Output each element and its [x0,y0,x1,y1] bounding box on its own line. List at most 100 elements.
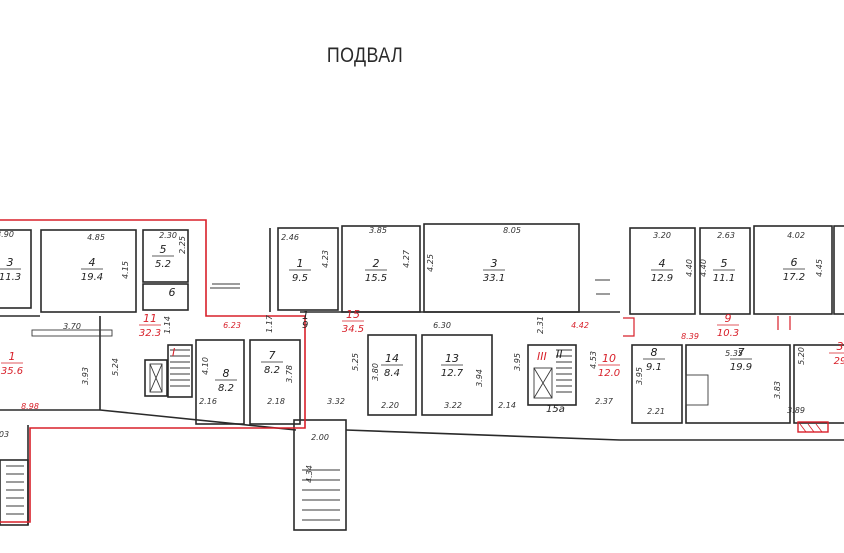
dimension-label: 5.24 [111,358,120,376]
dimension-label: 5.25 [351,353,360,371]
plan-title: ПОДВАЛ [326,44,404,67]
dimension-label: 3.89 [787,406,805,415]
dimension-label: 2.63 [717,231,735,240]
dimension-label: 5.35 [725,349,743,358]
room-number: 10 [602,352,616,365]
dimension-label: 2.00 [311,433,329,442]
room-area: 8.4 [384,368,400,379]
stair-room-area: 9 [302,320,308,331]
stair-label-i: I [172,346,175,359]
dimension-label: 8.39 [681,332,699,341]
room-labels: 3 11.3 4 19.4 5 5.2 6 1 35.6 11 32.3 8 8.2 7 8.2 1 9.5 2 1… [0,243,844,394]
room-number: 6 [169,286,176,299]
room-number: 8 [651,346,658,359]
dimension-label: 2.21 [647,407,665,416]
dimension-label: 2.14 [498,401,516,410]
room-area: 9.1 [646,362,662,373]
walls [0,223,844,531]
dimension-label: 4.27 [402,249,411,268]
dimension-label: 3.90 [0,230,14,239]
stair-label-15a: 15а [546,404,565,415]
dimension-label: 03 [0,430,9,439]
room-number: 7 [738,346,745,359]
room-number: 4 [659,257,666,270]
stair-labels: I III II 15а 1 9 [172,309,565,415]
dimension-label: 2.20 [381,401,399,410]
dimension-label: 4.15 [121,261,130,279]
room-number: 5 [721,257,728,270]
dimension-label: 4.42 [571,321,589,330]
room-number: 4 [89,256,96,269]
room-number: 7 [269,349,276,362]
room-area: 19.9 [730,362,752,373]
highlighted-area-outline [0,219,306,523]
room-area: 11.3 [0,272,21,283]
dimension-label: 4.40 [685,259,694,277]
dimension-label: 2.16 [199,397,217,406]
dimension-label: 3.80 [371,363,380,381]
room-number: 8 [223,367,230,380]
dimension-label: 2.46 [281,233,299,242]
room-area: 35.6 [1,366,23,377]
room-area: 10.3 [717,328,739,339]
room-number: 2 [373,257,380,270]
dimension-label: 3.70 [63,322,81,331]
stair-label-iii: III [537,350,547,363]
room-area: 33.1 [483,273,505,284]
room-number: 3 [491,257,498,270]
dimension-label: 4.45 [815,259,824,277]
room-number: 15 [346,308,360,321]
room-number: 14 [385,352,399,365]
dimension-label: 1.14 [163,316,172,334]
dimension-label: 3.95 [635,367,644,385]
dimension-label: 5.20 [797,347,806,365]
room-number: 3 [7,256,14,269]
dimension-label: 3.93 [81,367,90,385]
room-number: 11 [143,312,157,325]
dimension-label: 6.30 [433,321,451,330]
room-area: 5.2 [155,259,171,270]
stair-label-ii: II [556,348,563,361]
room-area: 32.3 [139,328,161,339]
dimension-label: 3.32 [327,397,345,406]
dimension-label: 4.85 [87,233,105,242]
room-area: 8.2 [218,383,234,394]
stair-room-number: 1 [302,309,309,322]
room-area: 8.2 [264,365,280,376]
dimension-label: 1.17 [265,314,274,333]
room-area: 34.5 [342,324,364,335]
dimension-label: 2.25 [178,236,187,254]
dimension-label: 2.18 [267,397,285,406]
dimension-label: 3.85 [369,226,387,235]
room-area: 11.1 [713,273,735,284]
room-number: 5 [160,243,167,256]
dimension-label: 8.98 [21,402,39,411]
dimension-label: 4.40 [699,259,708,277]
dimension-label: 4.34 [305,465,314,483]
dimension-label: 2.37 [595,397,614,406]
dimension-label: 3.20 [653,231,671,240]
room-area: 19.4 [81,272,103,283]
dimension-label: 8.05 [503,226,521,235]
room-area: 29 [834,356,844,367]
room-number: 9 [725,312,732,325]
dimension-label: 3.95 [513,353,522,371]
dimension-label: 6.23 [223,321,241,330]
room-number: 1 [9,350,16,363]
dimension-label: 4.25 [426,254,435,272]
room-number: 6 [791,256,798,269]
dimension-labels: 3.904.854.152.302.253.705.243.938.986.23… [0,226,824,483]
dimension-label: 3.83 [773,381,782,399]
room-number: 1 [297,257,304,270]
room-number: 13 [445,352,459,365]
dimension-label: 4.10 [201,357,210,375]
room-area: 12.7 [441,368,464,379]
dimension-label: 2.30 [159,231,177,240]
room-number: 3 [837,340,844,353]
dimension-label: 4.23 [321,250,330,268]
room-area: 15.5 [365,273,387,284]
room-area: 12.9 [651,273,673,284]
room-area: 9.5 [292,273,308,284]
dimension-label: 2.31 [536,316,545,334]
